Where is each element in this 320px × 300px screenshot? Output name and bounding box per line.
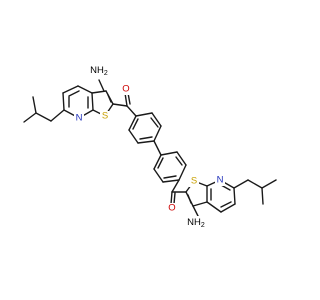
sulfur-text: S bbox=[191, 176, 197, 187]
nitrogen-text: N bbox=[217, 175, 224, 186]
nitrogen-text: N bbox=[76, 113, 83, 124]
amine-subscript: 2 bbox=[104, 70, 108, 77]
carbonyl-oxygen-top: O bbox=[121, 84, 131, 95]
amino-group-top: NH2 bbox=[88, 63, 110, 77]
amino-group-bottom: NH2 bbox=[185, 216, 207, 230]
oxygen-text: O bbox=[122, 84, 129, 95]
bond-lines bbox=[23, 79, 277, 217]
svg-text:NH2: NH2 bbox=[187, 217, 205, 229]
pyridine-nitrogen-bottom: N bbox=[215, 175, 225, 186]
amine-text: NH bbox=[90, 65, 104, 76]
atom-labels: NH2 O N S S N O NH2 bbox=[74, 63, 225, 230]
amine-text: NH bbox=[187, 217, 201, 228]
oxygen-text: O bbox=[168, 203, 175, 214]
molecule-canvas: NH2 O N S S N O NH2 bbox=[23, 63, 277, 230]
carbonyl-oxygen-bottom: O bbox=[167, 203, 177, 214]
thiophene-sulfur-top: S bbox=[100, 111, 110, 122]
svg-text:NH2: NH2 bbox=[90, 65, 108, 77]
molecule-structure: NH2 O N S S N O NH2 bbox=[23, 63, 277, 230]
sulfur-text: S bbox=[102, 111, 108, 122]
pyridine-nitrogen-top: N bbox=[74, 112, 84, 124]
thiophene-sulfur-bottom: S bbox=[189, 176, 199, 187]
amine-subscript: 2 bbox=[201, 222, 205, 229]
